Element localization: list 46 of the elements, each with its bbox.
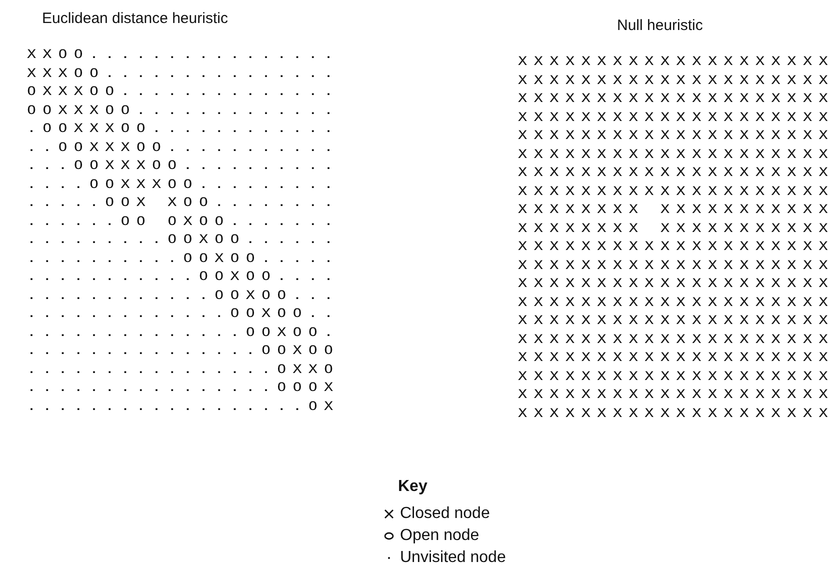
search-grid-row: XXXXXXXXXXXXXXXXXXXX bbox=[518, 405, 835, 420]
search-grid-row: XXXXXXXXXXXXXXXXXXXX bbox=[518, 146, 835, 162]
legend-title: Key bbox=[398, 478, 428, 496]
search-grid-row: XXXXXXXXXXXXXXXXXXXX bbox=[518, 312, 835, 328]
search-grid-row: ............OOXOO... bbox=[27, 287, 340, 302]
search-grid-row: OXXXOO.............. bbox=[27, 84, 340, 99]
search-grid-row: XXXXXXXXXXXXXXXXXXXX bbox=[518, 164, 835, 180]
search-grid-row: XXOO................ bbox=[27, 46, 340, 62]
search-grid-row: OOXXXOO............. bbox=[27, 102, 340, 118]
search-grid-row: XXXXXXXXXXXXXXXXXXXX bbox=[518, 386, 835, 402]
legend-label: Open node bbox=[400, 527, 480, 545]
search-grid-row: ..OOXXXOO........... bbox=[27, 139, 340, 154]
search-grid-row: XXXXXXXXXXXXXXXXXXXX bbox=[518, 294, 835, 310]
search-grid-row: XXXOO............... bbox=[27, 65, 340, 80]
search-grid-row: XXXXXXXXXXXXXXXXXXXX bbox=[518, 238, 835, 254]
search-grid-row: XXXXXXXXXXXXXXXXXXXX bbox=[518, 54, 835, 69]
search-grid-row: ...............OOXOO bbox=[27, 342, 340, 358]
search-grid-row: .........OOXOO...... bbox=[27, 232, 340, 247]
search-grid-row: .....OOX XOO........ bbox=[27, 194, 340, 210]
search-grid-row: XXXXXXXX XXXXXXXXXXX bbox=[518, 220, 835, 236]
search-grid-row: XXXXXXXXXXXXXXXXXXXX bbox=[518, 276, 835, 291]
search-grid-row: XXXXXXXXXXXXXXXXXXXX bbox=[518, 257, 835, 272]
search-grid-row: XXXXXXXXXXXXXXXXXXXX bbox=[518, 350, 835, 365]
search-grid-row: ................OOOX bbox=[27, 380, 340, 395]
search-grid-row: .OOXXXOO............ bbox=[27, 120, 340, 136]
search-grid-row: XXXXXXXX XXXXXXXXXXX bbox=[518, 202, 835, 217]
search-grid-row: ................OXXO bbox=[27, 361, 340, 376]
search-grid-row: XXXXXXXXXXXXXXXXXXXX bbox=[518, 331, 835, 346]
search-grid-row: XXXXXXXXXXXXXXXXXXXX bbox=[518, 90, 835, 106]
search-grid-row: XXXXXXXXXXXXXXXXXXXX bbox=[518, 72, 835, 88]
search-grid-row: ..................OX bbox=[27, 398, 340, 414]
search-grid-row: ...OOXXXOO.......... bbox=[27, 158, 340, 173]
search-grid-row: ......OO OXOO....... bbox=[27, 213, 340, 228]
panel-title: Euclidean distance heuristic bbox=[42, 10, 228, 27]
search-grid-row: ..........OOXOO..... bbox=[27, 250, 340, 266]
search-grid-row: XXXXXXXXXXXXXXXXXXXX bbox=[518, 109, 835, 124]
search-grid-row: XXXXXXXXXXXXXXXXXXXX bbox=[518, 183, 835, 198]
search-grid-row: XXXXXXXXXXXXXXXXXXXX bbox=[518, 128, 835, 143]
search-grid-row: ..............OOXOO. bbox=[27, 324, 340, 340]
search-grid-row: .............OOXOO.. bbox=[27, 306, 340, 321]
search-grid-row: ...........OOXOO.... bbox=[27, 268, 340, 284]
search-grid-row: ....OOXXXOO......... bbox=[27, 176, 340, 192]
legend-label: Closed node bbox=[400, 505, 490, 523]
panel-title: Null heuristic bbox=[617, 17, 703, 34]
legend-label: Unvisited node bbox=[400, 549, 506, 567]
search-grid-row: XXXXXXXXXXXXXXXXXXXX bbox=[518, 368, 835, 384]
